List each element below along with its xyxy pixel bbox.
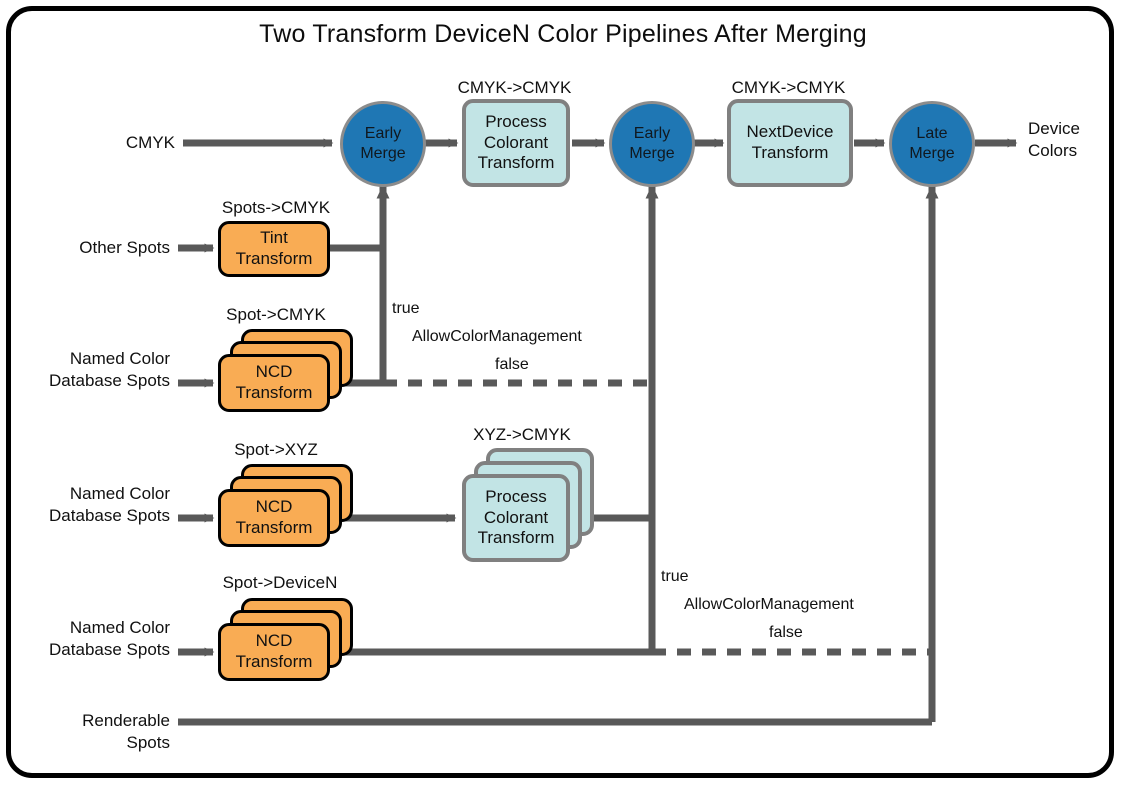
node-early-merge-2-label: Early Merge — [629, 125, 675, 162]
allow-color-management-1-name: AllowColorManagement — [412, 328, 582, 345]
node-early-merge-2[interactable]: Early Merge — [609, 101, 695, 187]
node-process-colorant-transform-xyz-label: Process Colorant Transform — [477, 486, 555, 548]
caption-pct-top: CMYK->CMYK — [457, 78, 572, 97]
node-ncd-transform-devn[interactable]: NCD Transform — [218, 623, 330, 681]
node-next-device-transform-label: NextDevice Transform — [746, 122, 834, 162]
output-label-device-colors: Device Colors — [1028, 119, 1080, 160]
node-process-colorant-transform-top-label: Process Colorant Transform — [477, 111, 555, 173]
node-process-colorant-transform-xyz[interactable]: Process Colorant Transform — [462, 474, 570, 562]
node-tint-transform-label: Tint Transform — [235, 228, 313, 268]
allow-color-management-2-true: true — [661, 568, 689, 585]
caption-tint: Spots->CMYK — [221, 198, 331, 217]
input-label-ncd-spots-cmyk: Named Color Database Spots — [49, 349, 170, 390]
caption-ncd-cmyk: Spot->CMYK — [226, 305, 326, 324]
node-next-device-transform[interactable]: NextDevice Transform — [727, 99, 853, 187]
node-ncd-transform-cmyk[interactable]: NCD Transform — [218, 354, 330, 412]
input-label-other-spots: Other Spots — [79, 238, 170, 257]
input-label-cmyk: CMYK — [125, 133, 175, 152]
allow-color-management-1-true: true — [392, 300, 420, 317]
node-late-merge[interactable]: Late Merge — [889, 101, 975, 187]
allow-color-management-1-false: false — [495, 356, 529, 373]
node-ncd-transform-devn-label: NCD Transform — [235, 631, 313, 671]
input-label-ncd-spots-devn: Named Color Database Spots — [49, 618, 170, 659]
input-label-ncd-spots-xyz: Named Color Database Spots — [49, 484, 170, 525]
node-early-merge-1[interactable]: Early Merge — [340, 101, 426, 187]
node-ncd-transform-xyz-label: NCD Transform — [235, 497, 313, 537]
allow-color-management-2-false: false — [769, 624, 803, 641]
allow-color-management-2-name: AllowColorManagement — [684, 596, 854, 613]
node-late-merge-label: Late Merge — [909, 125, 955, 162]
node-ncd-transform-xyz[interactable]: NCD Transform — [218, 489, 330, 547]
node-ncd-transform-cmyk-label: NCD Transform — [235, 362, 313, 402]
input-label-renderable: Renderable Spots — [82, 711, 170, 752]
page-title: Two Transform DeviceN Color Pipelines Af… — [259, 20, 867, 48]
caption-ncd-devn: Spot->DeviceN — [222, 573, 338, 592]
caption-pct-xyz: XYZ->CMYK — [473, 425, 571, 444]
node-tint-transform[interactable]: Tint Transform — [218, 221, 330, 277]
caption-ncd-xyz: Spot->XYZ — [234, 440, 318, 459]
node-early-merge-1-label: Early Merge — [360, 125, 406, 162]
caption-next-device: CMYK->CMYK — [731, 78, 846, 97]
node-process-colorant-transform-top[interactable]: Process Colorant Transform — [462, 99, 570, 187]
